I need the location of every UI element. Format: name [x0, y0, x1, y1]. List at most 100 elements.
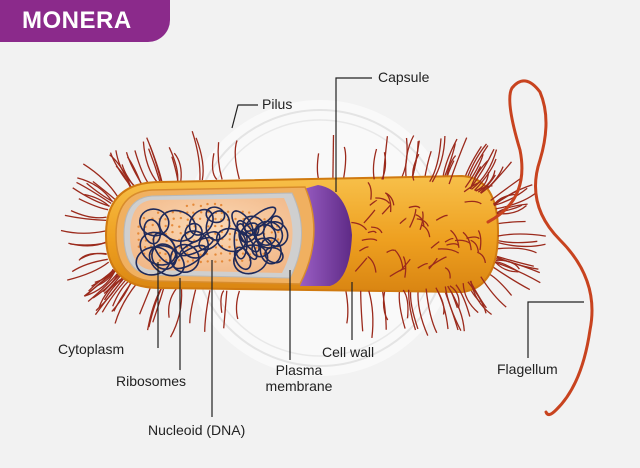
ribosome-dot	[142, 216, 146, 220]
ribosome-dot	[270, 231, 273, 234]
ribosome-dot	[235, 238, 238, 242]
ribosome-dot	[277, 230, 280, 234]
pilus-hair	[360, 290, 364, 332]
pilus-hair	[217, 142, 223, 180]
ribosome-dot	[248, 211, 251, 214]
dna-loop	[262, 220, 289, 248]
pilus-hair	[211, 153, 218, 180]
ribosome-dot	[179, 232, 182, 235]
pilus-hair	[421, 224, 431, 238]
pilus-hair	[84, 270, 116, 297]
label-pilus: Pilus	[262, 96, 293, 112]
pilus-hair	[494, 261, 541, 284]
ribosome-dot	[199, 253, 202, 256]
pilus-hair	[402, 289, 409, 319]
pilus-hair	[480, 276, 507, 308]
pilus-hair	[78, 198, 109, 211]
label-flagellum: Flagellum	[497, 361, 558, 377]
cell-wall-band	[300, 185, 352, 286]
pilus-hair	[497, 220, 526, 225]
ribosome-dot	[199, 260, 202, 264]
ribosome-dot	[255, 246, 258, 249]
pilus-hair	[148, 286, 163, 328]
page-title: MONERA	[22, 7, 132, 34]
pilus-hair	[138, 285, 153, 315]
ribosome-dot	[178, 259, 181, 262]
dna-loop	[184, 222, 203, 243]
pilus-hair	[64, 214, 107, 222]
pilus-hair	[448, 137, 468, 185]
pilus-hair	[399, 217, 407, 225]
pilus-hair	[490, 177, 522, 202]
pilus-hair	[464, 154, 484, 188]
pilus-hair	[220, 290, 225, 313]
pilus-hair	[474, 158, 497, 191]
pilus-hair	[398, 290, 406, 329]
pilus-hair	[425, 288, 438, 334]
pilus-hair	[60, 229, 107, 234]
ribosome-dot	[226, 210, 230, 213]
pilus-hair	[95, 276, 125, 312]
ribosome-dot	[199, 204, 203, 208]
pilus-hair	[134, 150, 151, 186]
pilus-hair	[429, 138, 442, 183]
pilus-hair	[152, 287, 165, 323]
pilus-hair	[342, 146, 347, 180]
pilus-hair	[493, 187, 528, 207]
pilus-hair	[368, 290, 374, 338]
pilus-hair	[497, 241, 546, 248]
pilus-hair	[492, 266, 531, 291]
ribosome-dot	[214, 224, 217, 228]
ribosome-dot	[164, 224, 167, 228]
ribosome-dot	[241, 259, 244, 262]
cutaway	[115, 185, 352, 286]
pilus-hair	[98, 276, 125, 309]
pilus-hair	[435, 214, 448, 221]
pilus-hair	[447, 285, 465, 332]
pilus-hair	[223, 290, 228, 329]
pilus-hair	[479, 174, 496, 194]
title-tab	[0, 0, 170, 42]
pilus-hair	[94, 268, 114, 284]
pilus-hair	[82, 163, 119, 198]
pilus-hair	[463, 181, 480, 193]
leader-pilus	[231, 104, 258, 129]
label-nucleoid: Nucleoid (DNA)	[148, 422, 246, 438]
pilus-hair	[409, 209, 417, 228]
pilus-hair	[367, 255, 377, 273]
dna-loop	[148, 244, 185, 277]
dna-loop	[215, 227, 247, 253]
pilus-hair	[416, 218, 429, 227]
pilus-hair	[381, 152, 387, 180]
pilus-hair	[417, 262, 428, 269]
ribosome-dot	[220, 224, 223, 228]
pilus-hair	[471, 149, 498, 190]
pilus-hair	[367, 230, 377, 234]
pilus-hair	[496, 255, 534, 267]
ribosome-dot	[234, 217, 237, 221]
pilus-hair	[399, 258, 411, 272]
pilus-hair	[354, 257, 368, 272]
pilus-hair	[77, 177, 113, 203]
ribosome-dot	[137, 245, 140, 248]
ribosome-dot	[214, 260, 217, 263]
dna-loop	[233, 244, 269, 275]
ribosome-dot	[228, 232, 232, 236]
pilus-hair	[493, 193, 515, 206]
pilus-hair	[381, 204, 392, 215]
dna-loop	[236, 219, 260, 253]
pilus-hair	[417, 289, 429, 336]
pilus-hair	[496, 204, 523, 214]
pilus-hair	[101, 278, 128, 313]
ribosome-dot	[192, 211, 195, 214]
label-cell-wall: Cell wall	[322, 344, 375, 360]
dna-loop	[233, 223, 248, 260]
pilus-hair	[72, 187, 110, 207]
pilus-hair	[462, 283, 479, 314]
dna-loop	[179, 230, 210, 259]
ribosome-dot	[219, 252, 223, 255]
pilus-hair	[495, 192, 537, 210]
pilus-hair	[444, 237, 454, 243]
ribosome-dot	[262, 252, 265, 255]
pilus-hair	[367, 181, 372, 200]
